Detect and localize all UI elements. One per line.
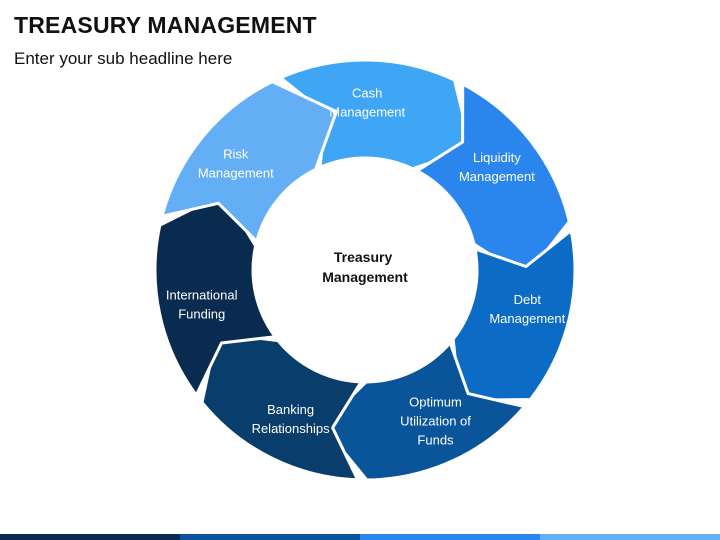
center-label: Treasury Management xyxy=(322,249,408,285)
segment-label-line: Utilization of xyxy=(400,413,471,428)
segment-label-line: Debt xyxy=(514,292,542,307)
segment-international-funding xyxy=(153,192,277,397)
bottom-accent-bar xyxy=(0,534,720,540)
bottom-bar-segment xyxy=(0,534,180,540)
bottom-bar-segment xyxy=(180,534,360,540)
segment-label-line: Management xyxy=(329,105,405,120)
segment-label-line: Management xyxy=(198,166,274,181)
segment-label-line: Liquidity xyxy=(473,150,521,165)
segment-label-line: International xyxy=(166,288,238,303)
segment-risk-management xyxy=(160,80,338,243)
center-label-line-1: Treasury xyxy=(334,249,393,265)
segment-cash-management xyxy=(279,58,473,171)
segment-label-line: Relationships xyxy=(252,421,331,436)
page-subtitle: Enter your sub headline here xyxy=(14,49,233,68)
bottom-bar-segment xyxy=(360,534,540,540)
segment-label-line: Banking xyxy=(267,402,314,417)
segment-label-line: Funding xyxy=(178,307,225,322)
segment-label-line: Funds xyxy=(417,432,454,447)
page-title: TREASURY MANAGEMENT xyxy=(14,12,317,38)
segment-label-line: Cash xyxy=(352,86,382,101)
segment-label-line: Risk xyxy=(223,147,249,162)
segment-label-line: Optimum xyxy=(409,394,462,409)
segment-liquidity-management xyxy=(415,82,571,279)
center-label-line-2: Management xyxy=(322,269,408,285)
segment-debt-management xyxy=(451,228,577,402)
segment-label-line: Management xyxy=(489,311,565,326)
bottom-bar-segment xyxy=(540,534,720,540)
segment-banking-relationships xyxy=(200,331,363,482)
segment-optimum-utilization-of-funds xyxy=(320,341,526,482)
segment-label-line: Management xyxy=(459,169,535,184)
